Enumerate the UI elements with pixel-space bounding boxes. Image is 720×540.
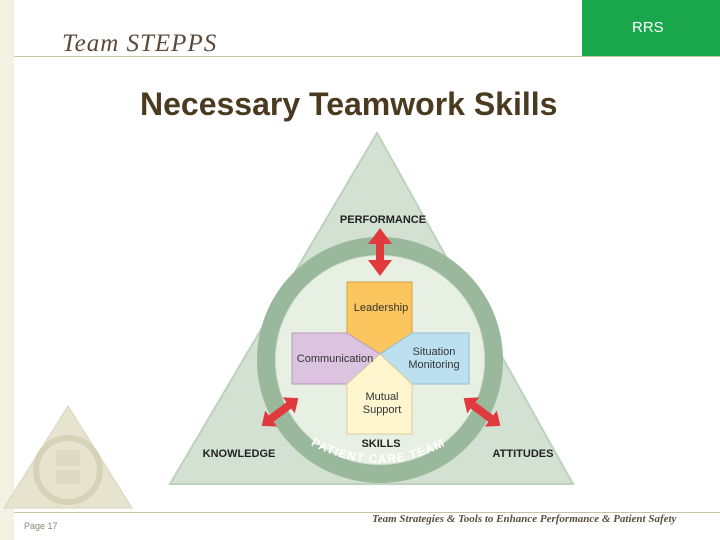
mutual-support-segment [346, 353, 413, 435]
left-accent-band [0, 0, 14, 540]
knowledge-arrow [261, 397, 299, 427]
performance-arrow [368, 228, 392, 276]
situation-monitoring-segment [379, 332, 470, 385]
situation-label-line1: Situation [413, 346, 456, 358]
attitudes-arrow [463, 397, 501, 427]
communication-label: Communication [297, 353, 373, 365]
rrs-badge-label: RRS [632, 19, 664, 36]
header-divider [14, 56, 720, 57]
footer-tagline: Team Strategies & Tools to Enhance Perfo… [372, 513, 677, 525]
footer-divider [14, 512, 720, 513]
rrs-badge: RRS [582, 0, 720, 56]
vertex-knowledge-label: KNOWLEDGE [203, 448, 276, 460]
mutual-label-line1: Mutual [365, 391, 398, 403]
watermark-triangle-icon [3, 405, 133, 509]
page-number: Page 17 [24, 521, 58, 531]
teamstepps-logo: Team STEPPS [62, 30, 218, 57]
mutual-label-line2: Support [363, 404, 402, 416]
leadership-label: Leadership [354, 302, 408, 314]
center-skills-label: SKILLS [361, 438, 400, 450]
vertex-attitudes-label: ATTITUDES [493, 448, 554, 460]
vertex-performance-label: PERFORMANCE [340, 214, 426, 226]
situation-label-line2: Monitoring [408, 359, 459, 371]
slide-title: Necessary Teamwork Skills [140, 86, 558, 122]
